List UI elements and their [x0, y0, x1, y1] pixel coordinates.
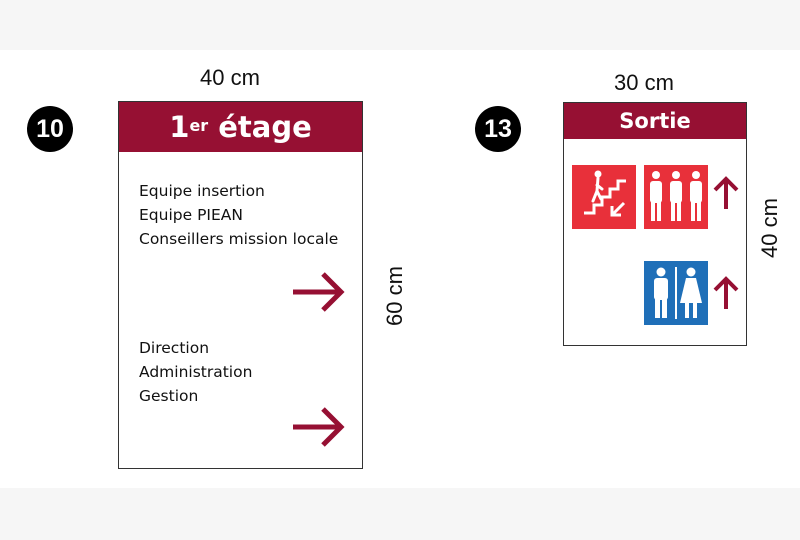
sign10-line: Conseillers mission locale: [139, 230, 339, 248]
right-arrow-icon: [293, 407, 345, 447]
assembly-people-icon: [644, 165, 708, 229]
stairs-down-exit-icon: [572, 165, 636, 229]
sign10-line: Direction: [139, 339, 210, 357]
sign10-line: Gestion: [139, 387, 199, 405]
sign13-width-label: 30 cm: [614, 70, 674, 95]
right-arrow-icon: [293, 272, 345, 312]
sign-number-badge-10: 10: [27, 106, 73, 152]
sign-number-badge-13: 13: [475, 106, 521, 152]
sign10-line: Administration: [139, 363, 253, 381]
sign13-header: Sortie: [564, 103, 746, 139]
sign10-line: Equipe PIEAN: [139, 206, 243, 224]
sign10-header-word: étage: [218, 110, 312, 144]
up-arrow-icon: [713, 176, 739, 209]
sign13-height-label: 40 cm: [756, 198, 782, 258]
sign10-height-label: 60 cm: [381, 266, 407, 326]
sign10-header-superscript: er: [189, 115, 209, 135]
sign10-header-number: 1: [169, 110, 190, 144]
sign10-width-label: 40 cm: [200, 65, 260, 90]
up-arrow-icon: [713, 276, 739, 309]
sign-13: Sortie: [563, 102, 747, 346]
toilets-icon: [644, 261, 708, 325]
sign10-line: Equipe insertion: [139, 182, 265, 200]
